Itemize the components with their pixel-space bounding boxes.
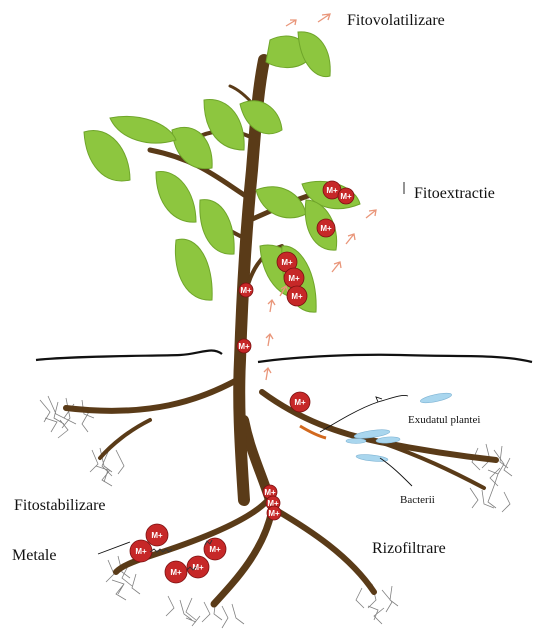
label-fitovolatilizare: Fitovolatilizare: [347, 12, 445, 29]
leaf: [175, 239, 212, 300]
svg-text:M+: M+: [151, 531, 163, 540]
svg-text:M+: M+: [281, 258, 293, 267]
leaf: [156, 172, 196, 223]
svg-text:M+: M+: [268, 509, 280, 518]
leaf: [200, 200, 234, 255]
metal-ion: M+: [317, 219, 335, 237]
metal-ion: M+: [146, 524, 168, 546]
leaves: [84, 32, 360, 312]
metal-ion: M+: [267, 506, 281, 520]
label-fitostabilizare: Fitostabilizare: [14, 497, 106, 514]
svg-text:M+: M+: [209, 545, 221, 554]
svg-text:M+: M+: [294, 398, 306, 407]
svg-text:M+: M+: [192, 563, 204, 572]
metal-ion: M+: [130, 540, 152, 562]
svg-text:M+: M+: [240, 286, 252, 295]
metal-ion: M+: [284, 268, 304, 288]
metal-ion: M+: [290, 392, 310, 412]
label-bacterii: Bacterii: [400, 494, 435, 506]
metal-ion: M+: [338, 188, 354, 204]
leaf: [298, 32, 330, 77]
svg-text:M+: M+: [238, 342, 250, 351]
label-rizofiltrare: Rizofiltrare: [372, 540, 446, 557]
svg-text:M+: M+: [264, 488, 276, 497]
leaf: [110, 116, 176, 143]
svg-text:M+: M+: [291, 292, 303, 301]
label-metale: Metale: [12, 547, 56, 564]
leader-lines: [98, 182, 412, 554]
metal-ion: M+: [165, 561, 187, 583]
label-fitoextractie: Fitoextractie: [414, 185, 495, 202]
leaf: [84, 131, 130, 181]
svg-text:M+: M+: [340, 192, 352, 201]
leaf: [240, 101, 282, 134]
svg-text:M+: M+: [135, 547, 147, 556]
svg-text:M+: M+: [170, 568, 182, 577]
svg-text:M+: M+: [326, 186, 338, 195]
label-exudatul-plantei: Exudatul plantei: [408, 414, 480, 426]
leaf: [204, 100, 244, 150]
soil-surface-line: [36, 350, 532, 362]
svg-text:M+: M+: [288, 274, 300, 283]
metal-ion: M+: [239, 283, 253, 297]
svg-text:M+: M+: [320, 224, 332, 233]
metal-ion: M+: [287, 286, 307, 306]
metal-ion: M+: [237, 339, 251, 353]
